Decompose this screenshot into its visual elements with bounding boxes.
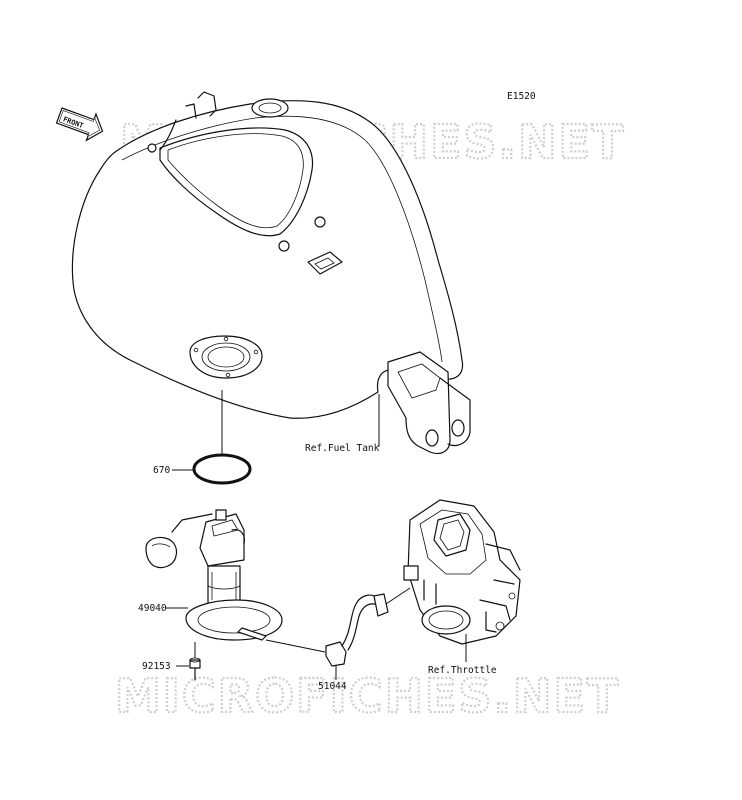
tank-rear-bracket — [387, 351, 471, 455]
ref-throttle-label: Ref.Throttle — [428, 665, 497, 676]
ref-fuel-tank-label: Ref.Fuel Tank — [305, 443, 380, 454]
front-arrow-icon: FRONT — [55, 107, 104, 142]
part-92153-label: 92153 — [142, 661, 171, 672]
hose-to-throttle-leader — [385, 587, 411, 605]
tank-pump-opening — [189, 335, 263, 379]
throttle-body — [403, 499, 521, 645]
part-51044-label: 51044 — [318, 681, 347, 692]
diagram-code: E1520 — [507, 91, 536, 102]
fuel-tank — [71, 91, 471, 455]
part-670-label: 670 — [153, 465, 170, 476]
watermark-bottom: MICROFICHES.NET — [115, 669, 620, 723]
part-49040-label: 49040 — [138, 603, 167, 614]
oring-670 — [192, 453, 252, 485]
pump-to-hose-leader — [265, 639, 326, 653]
fuel-hose-51044 — [325, 593, 389, 667]
fuel-pump-49040 — [145, 509, 283, 641]
